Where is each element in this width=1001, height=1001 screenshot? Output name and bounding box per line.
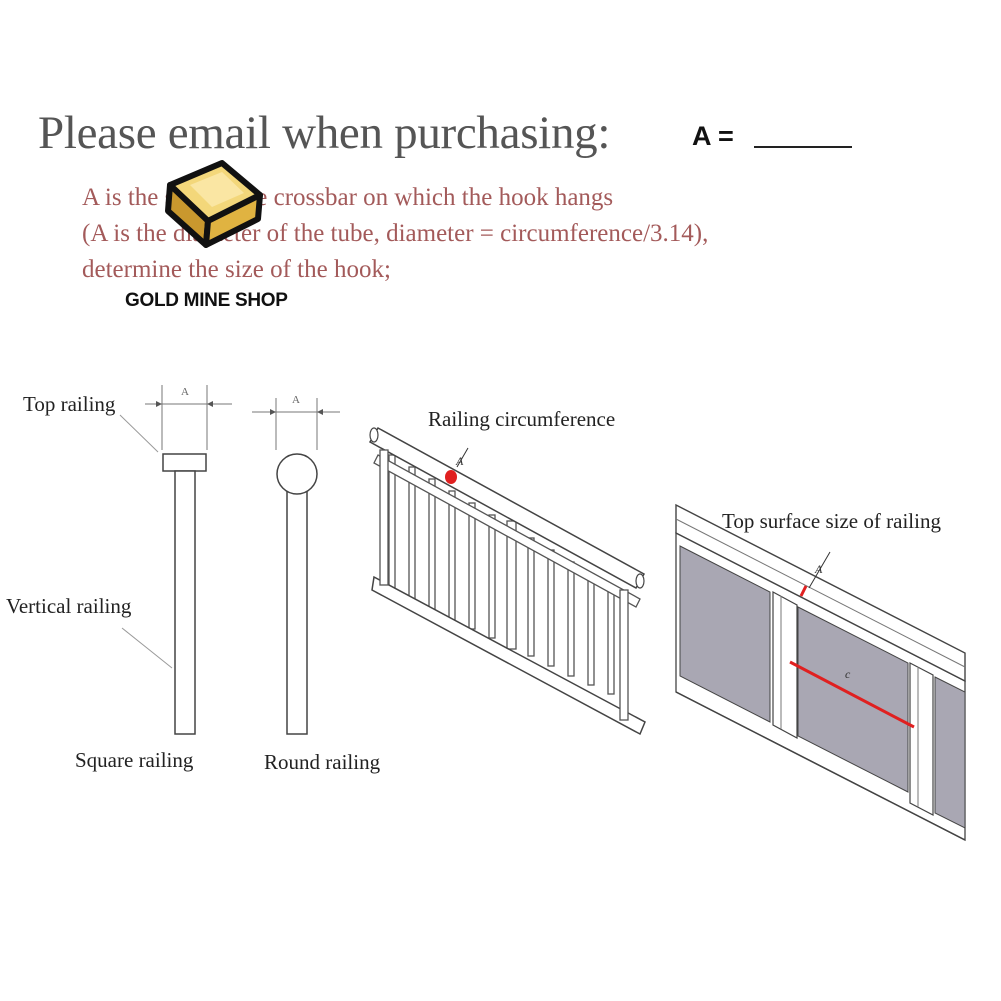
top-railing-label: Top railing [23, 392, 116, 416]
top-surface-dimension-a: A [814, 562, 823, 576]
round-dimension-a: A [292, 394, 300, 406]
stair-railing-figure: A [368, 426, 646, 736]
glass-width-dimension-c: c [845, 667, 851, 681]
round-railing-label: Round railing [264, 750, 381, 774]
a-value-label: A = [692, 121, 734, 151]
shop-name: GOLD MINE SHOP [125, 290, 288, 311]
circumference-dimension-a: A [455, 454, 464, 468]
vertical-railing-label: Vertical railing [6, 594, 132, 618]
a-value-blank-line [754, 146, 852, 148]
glass-panel-railing-figure: A c [675, 503, 966, 842]
square-dimension-a: A [181, 386, 189, 398]
railing-circumference-label: Railing circumference [428, 407, 615, 431]
top-surface-label: Top surface size of railing [722, 509, 941, 533]
square-railing-label: Square railing [75, 748, 194, 772]
page-title: Please email when purchasing: [38, 107, 611, 159]
gold-bar-logo-icon [165, 160, 263, 248]
round-railing-figure: A [252, 394, 340, 735]
square-railing-figure: A [119, 385, 232, 735]
description-line-3: determine the size of the hook; [82, 256, 391, 283]
